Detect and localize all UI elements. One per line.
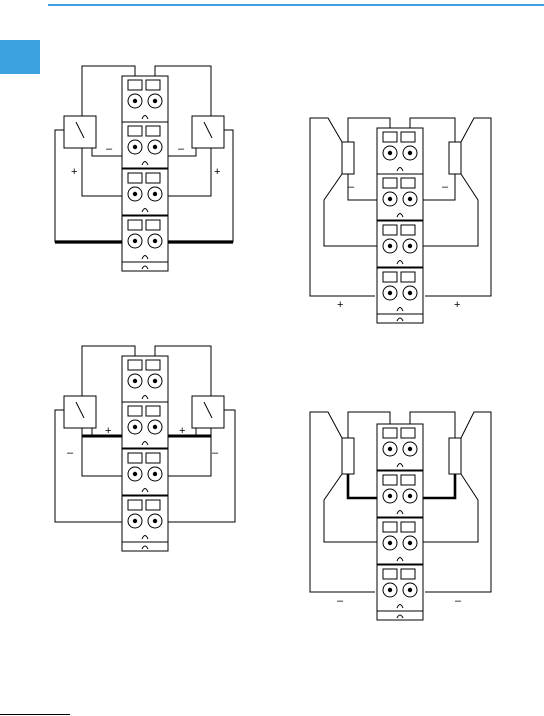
sign-right-outer: – (455, 595, 462, 607)
sign-left-inner: – (348, 181, 355, 193)
diagram-resistor-minus: – – (310, 412, 491, 620)
sign-right-outer: + (214, 166, 220, 178)
sign-left-outer: – (337, 595, 344, 607)
sign-left-outer: + (71, 166, 77, 178)
sign-left-inner: + (105, 425, 111, 437)
sign-left-outer: + (337, 299, 343, 311)
sign-right-inner: + (179, 425, 185, 437)
sign-right-outer: – (212, 447, 219, 459)
diagram-switch-minus: – – + + (55, 346, 235, 551)
sign-left-outer: – (67, 447, 74, 459)
diagram-switch-plus: + + – – (55, 66, 233, 271)
sign-left-inner: – (106, 143, 113, 155)
sign-right-outer: + (454, 299, 460, 311)
sign-right-inner: – (442, 181, 449, 193)
sign-right-inner: – (178, 143, 185, 155)
diagram-resistor-plus: + + – – (310, 118, 491, 323)
